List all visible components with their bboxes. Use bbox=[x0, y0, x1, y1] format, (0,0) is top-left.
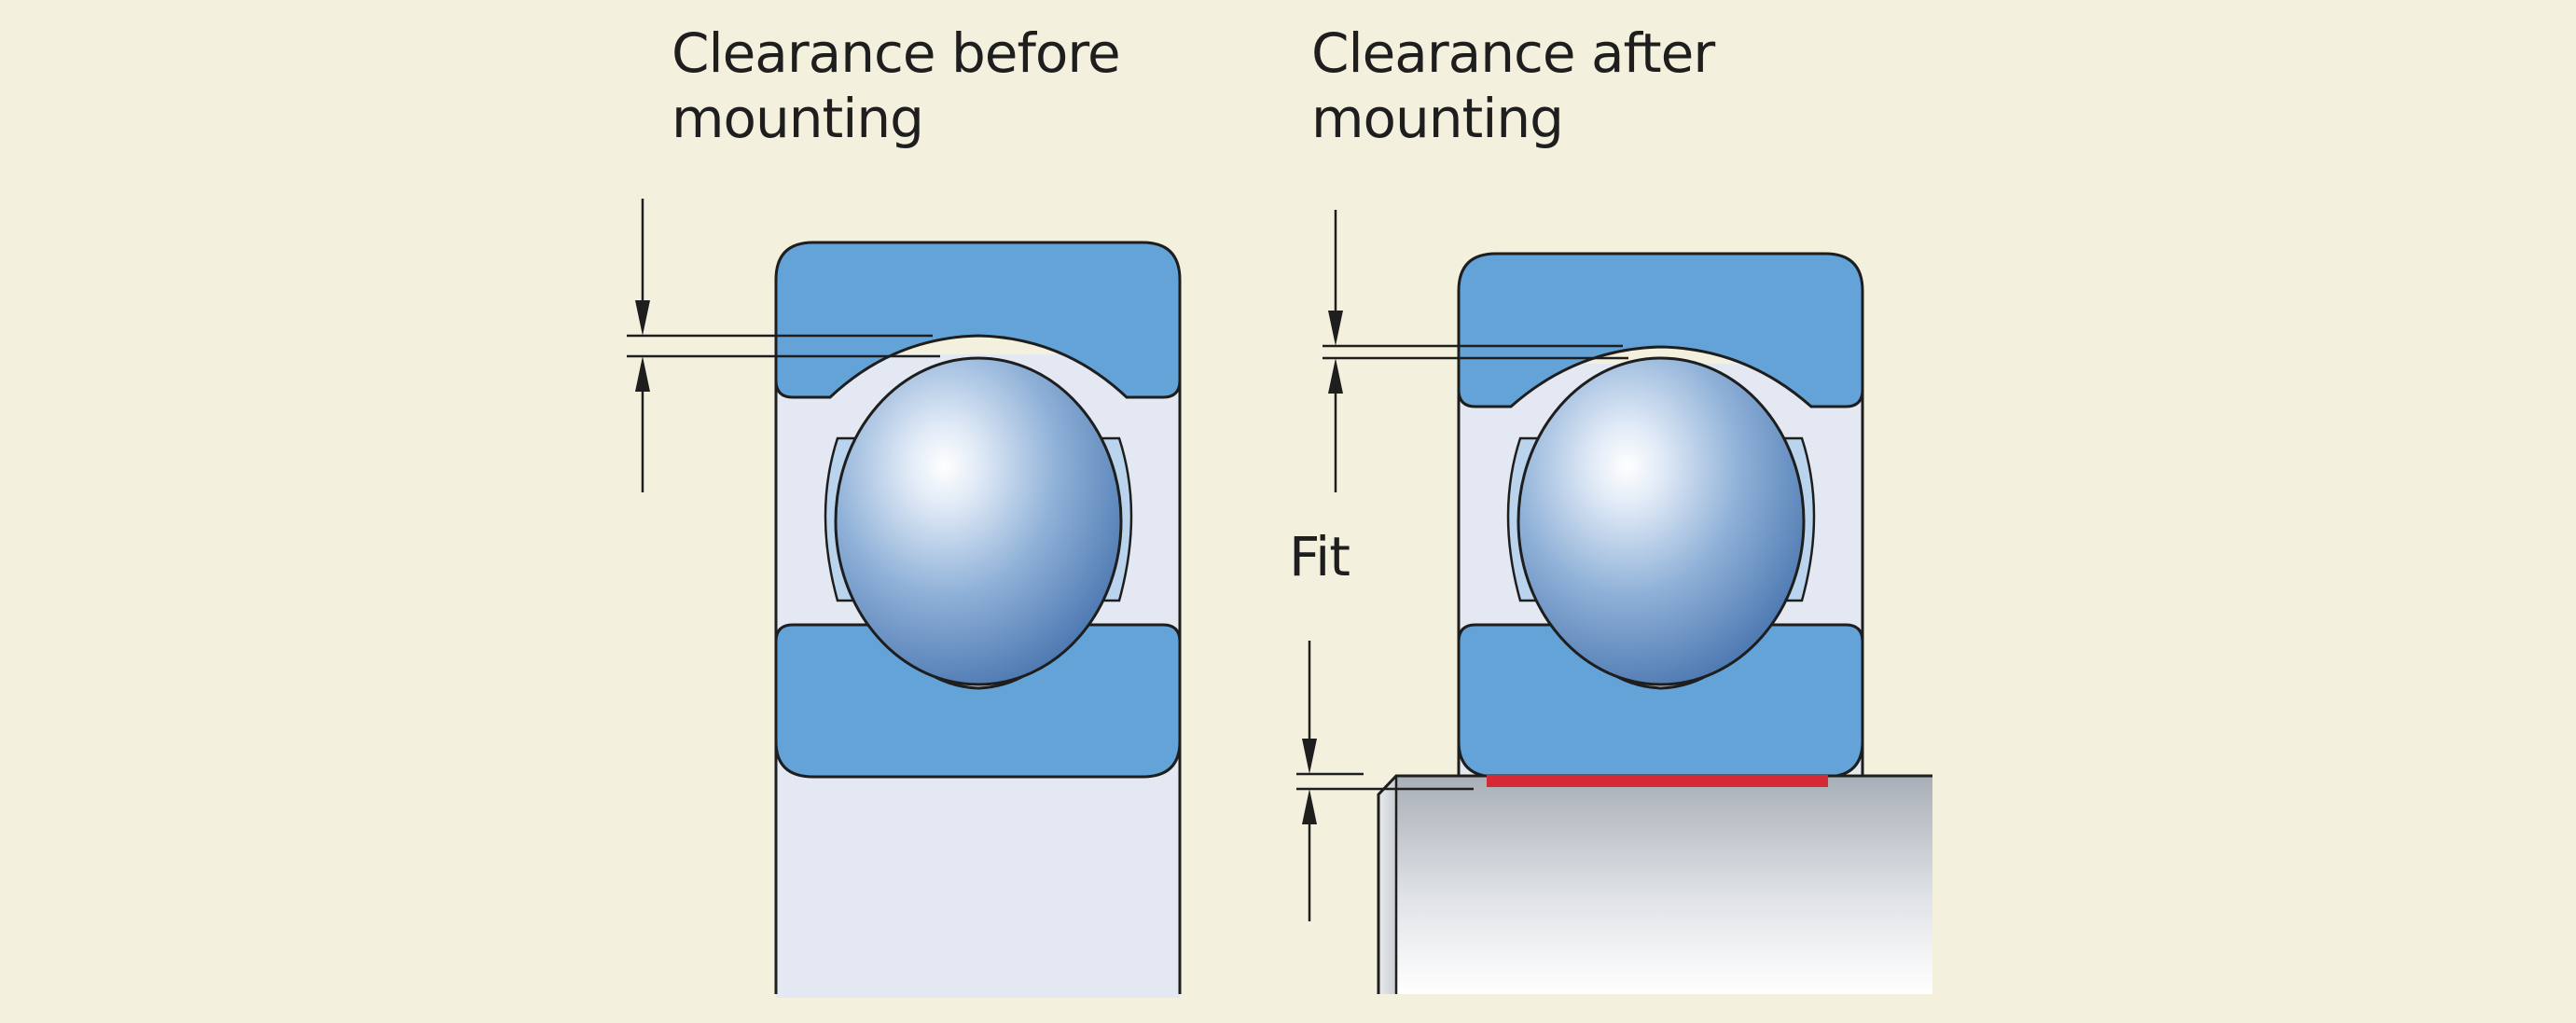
inner-ring-mounted bbox=[1457, 623, 1864, 779]
clearance-before-label: Clearance before mounting bbox=[672, 21, 1121, 151]
shaft-body bbox=[1378, 776, 1932, 994]
interference-fit-highlight bbox=[1487, 775, 1828, 787]
clearance-after-label-line1: Clearance after bbox=[1311, 21, 1715, 85]
clearance-after-label-line2: mounting bbox=[1311, 87, 1564, 150]
clearance-after-label: Clearance after mounting bbox=[1311, 21, 1715, 151]
ball bbox=[834, 356, 1123, 686]
bearing-after-mounting bbox=[1296, 210, 1932, 994]
outer-ring-mounted bbox=[1457, 252, 1864, 408]
clearance-dimension-before bbox=[627, 199, 940, 492]
shaft bbox=[1377, 774, 1932, 994]
outer-ring bbox=[774, 241, 1182, 399]
fit-label: Fit bbox=[1289, 525, 1350, 588]
clearance-dimension-after bbox=[1323, 210, 1628, 492]
inner-ring bbox=[774, 623, 1182, 779]
clearance-before-label-line1: Clearance before bbox=[672, 21, 1121, 85]
clearance-before-label-line2: mounting bbox=[672, 87, 924, 150]
fit-dimension bbox=[1296, 641, 1474, 921]
bearing-before-mounting bbox=[627, 199, 1182, 998]
ball-mounted bbox=[1517, 356, 1806, 686]
shaft-chamfer bbox=[1378, 776, 1396, 994]
